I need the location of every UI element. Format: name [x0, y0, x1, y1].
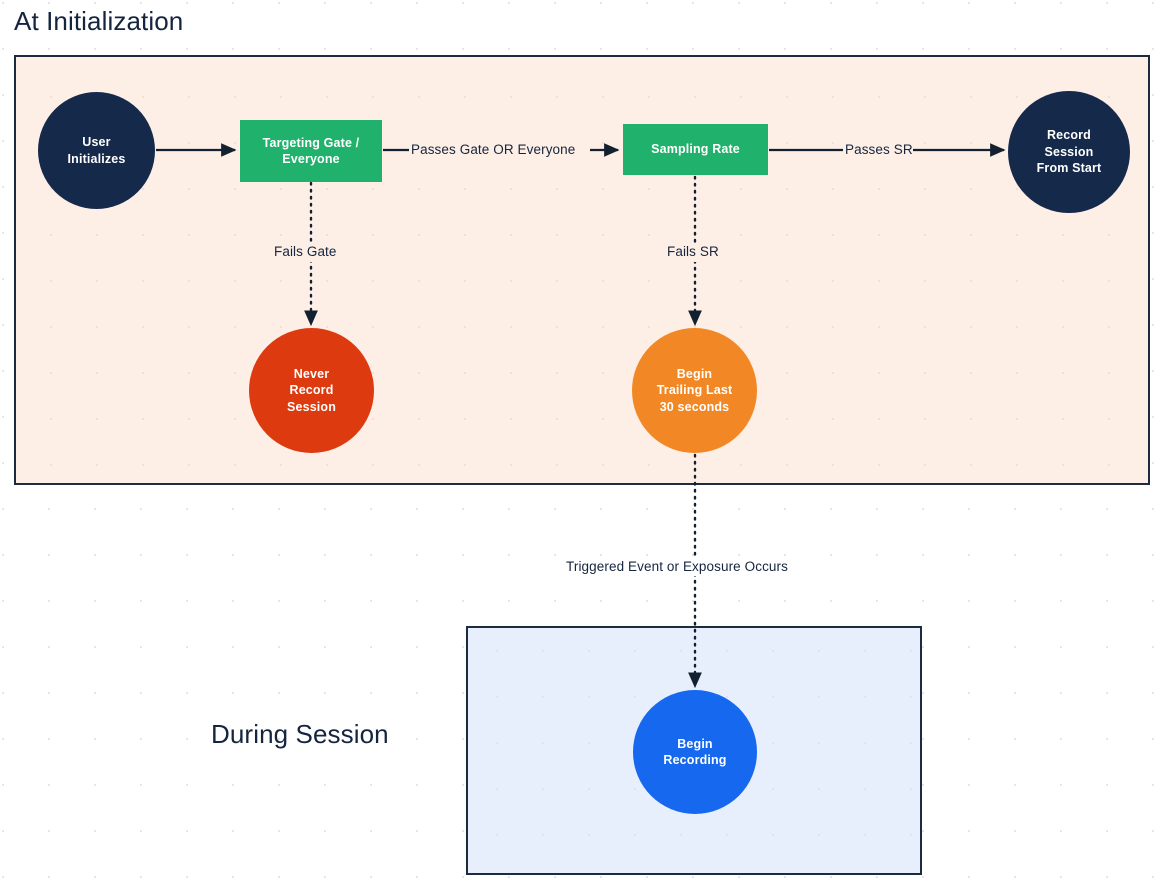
node-record-session-from-start[interactable]: Record Session From Start [1008, 91, 1130, 213]
edge-label-passes-gate-or-everyone: Passes Gate OR Everyone [411, 142, 576, 157]
edge-label-passes-sr: Passes SR [845, 142, 913, 157]
node-targeting-gate-everyone[interactable]: Targeting Gate / Everyone [240, 120, 382, 182]
group-at-initialization [14, 55, 1150, 485]
node-sampling-rate[interactable]: Sampling Rate [623, 124, 768, 175]
page-title-at-initialization: At Initialization [14, 6, 184, 36]
edge-label-mask [272, 243, 351, 262]
node-never-record-session[interactable]: Never Record Session [249, 328, 374, 453]
node-user-initializes[interactable]: User Initializes [38, 92, 155, 209]
node-begin-recording[interactable]: Begin Recording [633, 690, 757, 814]
edge-label-mask [564, 557, 826, 576]
edge-label-triggered-event-or-exposure-occurs: Triggered Event or Exposure Occurs [566, 559, 788, 574]
edge-label-mask [409, 140, 590, 160]
edge-label-fails-gate: Fails Gate [274, 244, 337, 259]
edge-label-mask [665, 243, 725, 262]
page-title-during-session: During Session [211, 719, 389, 749]
edge-label-mask [843, 140, 913, 160]
edge-label-fails-sr: Fails SR [667, 244, 719, 259]
node-begin-trailing-last-30-seconds[interactable]: Begin Trailing Last 30 seconds [632, 328, 757, 453]
